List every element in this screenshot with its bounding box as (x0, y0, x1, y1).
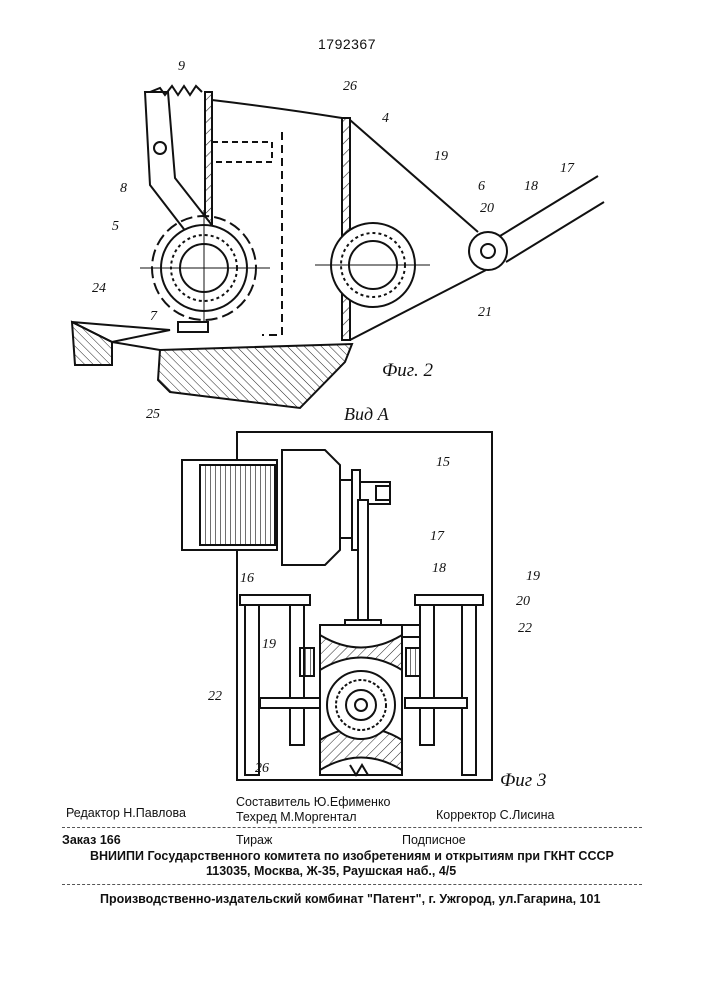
figure-2-drawing: 9 26 4 19 17 18 8 6 20 5 7 24 21 25 (0, 0, 707, 420)
label-20: 20 (516, 594, 530, 609)
label-26: 26 (255, 761, 269, 776)
label-18: 18 (432, 561, 446, 576)
address-line: 113035, Москва, Ж-35, Раушская наб., 4/5 (206, 864, 456, 878)
label-8: 8 (120, 181, 127, 196)
order-number: Заказ 166 (62, 833, 121, 847)
credit-editor: Редактор Н.Павлова (66, 806, 186, 820)
label-6: 6 (478, 179, 485, 194)
figure-2-caption: Фиг. 2 (382, 360, 433, 382)
subscription: Подписное (402, 833, 466, 847)
roller-right (315, 223, 430, 307)
label-4: 4 (382, 111, 389, 126)
label-5: 5 (112, 219, 119, 234)
label-16: 16 (240, 571, 254, 586)
credit-techred: Техред М.Моргентал (236, 810, 357, 824)
label-17: 17 (430, 529, 445, 544)
divider-1 (62, 827, 642, 829)
label-18: 18 (524, 179, 538, 194)
label-25: 25 (146, 407, 160, 420)
credit-corrector: Корректор С.Лисина (436, 808, 554, 822)
label-15: 15 (436, 455, 450, 470)
publisher-line: Производственно-издательский комбинат "П… (100, 892, 600, 906)
label-19: 19 (434, 149, 448, 164)
label-22: 22 (518, 621, 532, 636)
org-line: ВНИИПИ Государственного комитета по изоб… (90, 849, 614, 863)
circulation: Тираж (236, 833, 272, 847)
label-17: 17 (560, 161, 575, 176)
base-25 (72, 322, 352, 408)
label-22b: 22 (208, 689, 222, 704)
divider-2 (62, 884, 642, 886)
label-19b: 19 (262, 637, 276, 652)
label-9: 9 (178, 59, 185, 74)
label-19: 19 (526, 569, 540, 584)
roller-left (140, 210, 270, 325)
credit-compiler: Составитель Ю.Ефименко (236, 795, 391, 809)
label-20: 20 (480, 201, 494, 216)
label-26: 26 (343, 79, 357, 94)
label-24: 24 (92, 281, 106, 296)
figure-3-caption: Фиг 3 (500, 770, 546, 792)
label-21: 21 (478, 305, 492, 320)
chamber-20 (320, 625, 402, 775)
figure-3-drawing: 15 17 18 19 16 19 20 22 22 26 (0, 420, 707, 800)
label-7: 7 (150, 309, 158, 324)
